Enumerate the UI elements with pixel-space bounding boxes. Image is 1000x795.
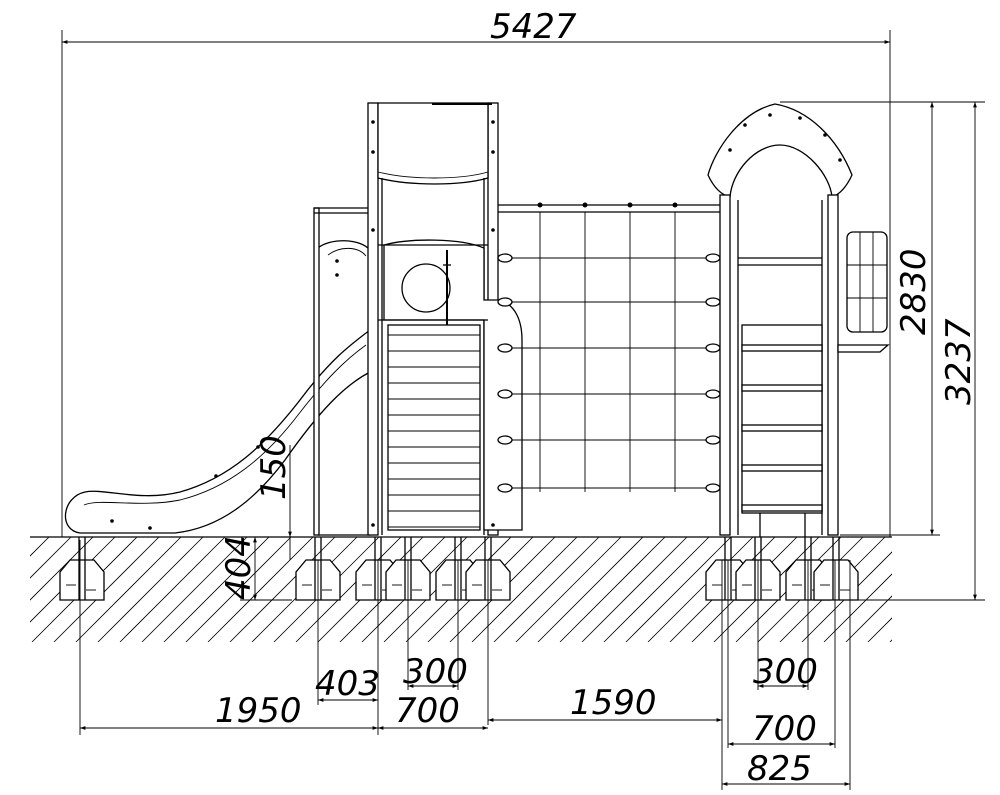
dim-overall-width: 5427 bbox=[490, 7, 577, 47]
dimension-lines bbox=[61, 30, 985, 790]
left-tower bbox=[367, 102, 523, 536]
dim-right-tower-width: 700 bbox=[752, 709, 817, 749]
right-tower bbox=[707, 103, 890, 537]
climbing-net bbox=[497, 202, 721, 493]
footings bbox=[59, 537, 859, 601]
dim-slide-footing: 403 bbox=[315, 664, 380, 704]
dim-post-spacing-right: 300 bbox=[753, 652, 818, 692]
dim-total-height: 3237 bbox=[939, 318, 979, 405]
dim-right-footing-width: 825 bbox=[747, 749, 812, 789]
dim-left-tower-width: 700 bbox=[395, 691, 460, 731]
dim-slide-length: 1950 bbox=[215, 691, 302, 731]
dim-post-spacing-left: 300 bbox=[403, 652, 468, 692]
dim-foundation-depth: 404 bbox=[219, 535, 259, 600]
dimension-labels: 5427 2830 3237 150 404 403 300 1950 700 … bbox=[215, 7, 979, 789]
dim-slide-clearance: 150 bbox=[254, 435, 294, 500]
dim-tower-height: 2830 bbox=[894, 248, 934, 335]
footing-block bbox=[59, 537, 105, 601]
slide bbox=[64, 207, 371, 536]
footing-block bbox=[813, 537, 859, 601]
dim-net-span: 1590 bbox=[570, 683, 657, 723]
